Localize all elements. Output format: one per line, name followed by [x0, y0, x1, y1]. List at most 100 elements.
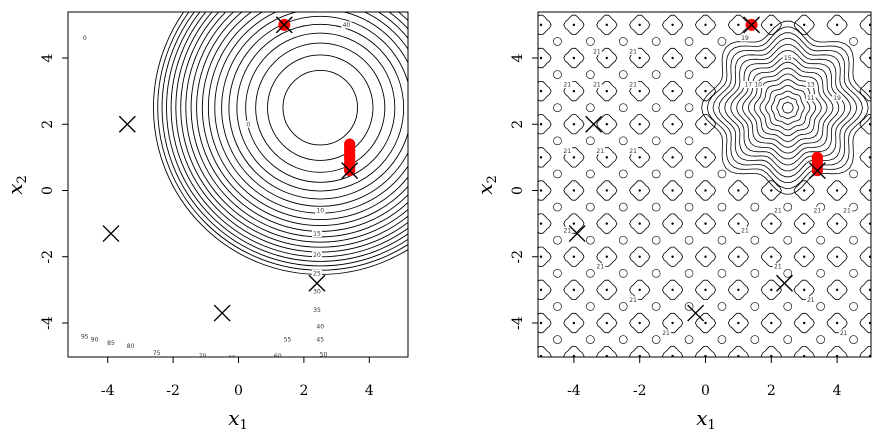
contour-label: 35 [313, 307, 321, 314]
local-minimum-dot [572, 56, 576, 60]
contour-line [629, 114, 651, 135]
contour-line [662, 346, 684, 357]
x-marker [743, 16, 761, 34]
local-minimum-dot [704, 56, 707, 60]
contour-line [684, 302, 694, 311]
left-panel: 0101520253035404550556065707580859095400… [3, 11, 409, 433]
contour-label: 95 [81, 333, 89, 340]
contour-line [684, 269, 694, 278]
local-minimum-dot [605, 89, 608, 93]
local-minimum-dot [704, 23, 707, 27]
local-minimum-dot [835, 222, 839, 225]
contour-line [662, 114, 684, 135]
local-minimum-dot [835, 321, 839, 325]
contour-line [586, 136, 595, 146]
contour-label-bg [315, 322, 326, 330]
local-minimum-dot [803, 222, 806, 225]
contour-line [793, 14, 815, 35]
left-x-axis-title: x1 [228, 406, 248, 433]
contour-label: 60 [274, 353, 282, 360]
contour-label: 21 [774, 207, 782, 214]
contour-line [553, 202, 562, 212]
contour-line [563, 81, 585, 102]
contour-line [776, 96, 800, 120]
contour-line [750, 335, 760, 344]
contour-line [793, 213, 815, 234]
contour-label: 10 [316, 207, 324, 214]
contour-label-bg [805, 296, 816, 304]
red-trajectory-point [344, 138, 356, 150]
local-minimum-dot [770, 189, 773, 192]
contour-line [717, 169, 727, 179]
contour-line [816, 269, 825, 278]
contour-line [553, 169, 562, 179]
contour-label-bg [628, 47, 639, 55]
contour-label-bg [341, 21, 352, 29]
local-minimum-dot [572, 156, 576, 159]
contour-line [629, 246, 651, 267]
y-tick-label: 0 [40, 186, 56, 195]
contour-line [760, 213, 782, 234]
contour-label: 21 [596, 264, 604, 271]
local-minimum-dot [539, 89, 543, 93]
local-minimum-dot [671, 89, 674, 93]
contour-label-bg [89, 336, 100, 344]
contour-line [849, 269, 858, 278]
x-tick-label: 4 [833, 383, 842, 399]
contour-line [826, 246, 848, 267]
local-minimum-dot [605, 288, 608, 292]
contour-label-bg [772, 263, 783, 271]
contour-label: 17 [744, 82, 752, 89]
contour-line [563, 279, 585, 300]
contour-label-bg [805, 94, 816, 102]
contour-label-bg [595, 147, 606, 155]
right-x-axis-title: x1 [696, 406, 716, 433]
contour-line [760, 279, 782, 300]
contour-line [759, 79, 817, 137]
contour-label: 13 [807, 82, 815, 89]
contour-line [267, 54, 374, 161]
local-minimum-dot [671, 23, 674, 27]
contour-label: 21 [629, 48, 637, 55]
contour-label-bg [151, 349, 162, 357]
contour-line [694, 180, 717, 201]
x-marker [687, 304, 705, 322]
contour-line [783, 335, 793, 344]
contour-label-bg [591, 47, 602, 55]
contour-label-bg [311, 251, 322, 259]
contour-label: 19 [833, 95, 841, 102]
local-minimum-dot [704, 255, 707, 258]
contour-label-bg [628, 147, 639, 155]
contour-line [563, 213, 585, 234]
contour-label: 65 [228, 355, 236, 362]
contour-line [684, 335, 694, 344]
contour-line [629, 14, 651, 35]
contour-line [783, 202, 793, 212]
contour-line [563, 246, 585, 267]
local-minimum-dot [704, 189, 707, 192]
contour-line [701, 20, 871, 195]
contour-line [563, 47, 585, 69]
x-marker [585, 115, 603, 133]
contour-line [816, 335, 825, 344]
contour-line [629, 279, 651, 300]
contour-label-bg [743, 81, 754, 88]
contour-line [727, 279, 749, 300]
contour-label-bg [812, 206, 823, 214]
local-minimum-dot [671, 156, 674, 159]
local-minimum-dot [539, 222, 543, 225]
contour-line [553, 269, 562, 278]
local-minimum-dot [868, 23, 871, 27]
contour-line [783, 235, 793, 245]
contour-label-bg [628, 296, 639, 304]
contour-line [553, 136, 562, 146]
contour-label-bg [311, 230, 322, 238]
local-minimum-dot [868, 123, 871, 126]
local-minimum-dot [572, 89, 576, 93]
left-y-axis-title: x2 [3, 175, 30, 195]
contour-label: 21 [807, 297, 815, 304]
contour-label-bg [282, 336, 293, 344]
y-tick-label: -2 [40, 250, 56, 264]
contour-label: 40 [343, 22, 351, 29]
